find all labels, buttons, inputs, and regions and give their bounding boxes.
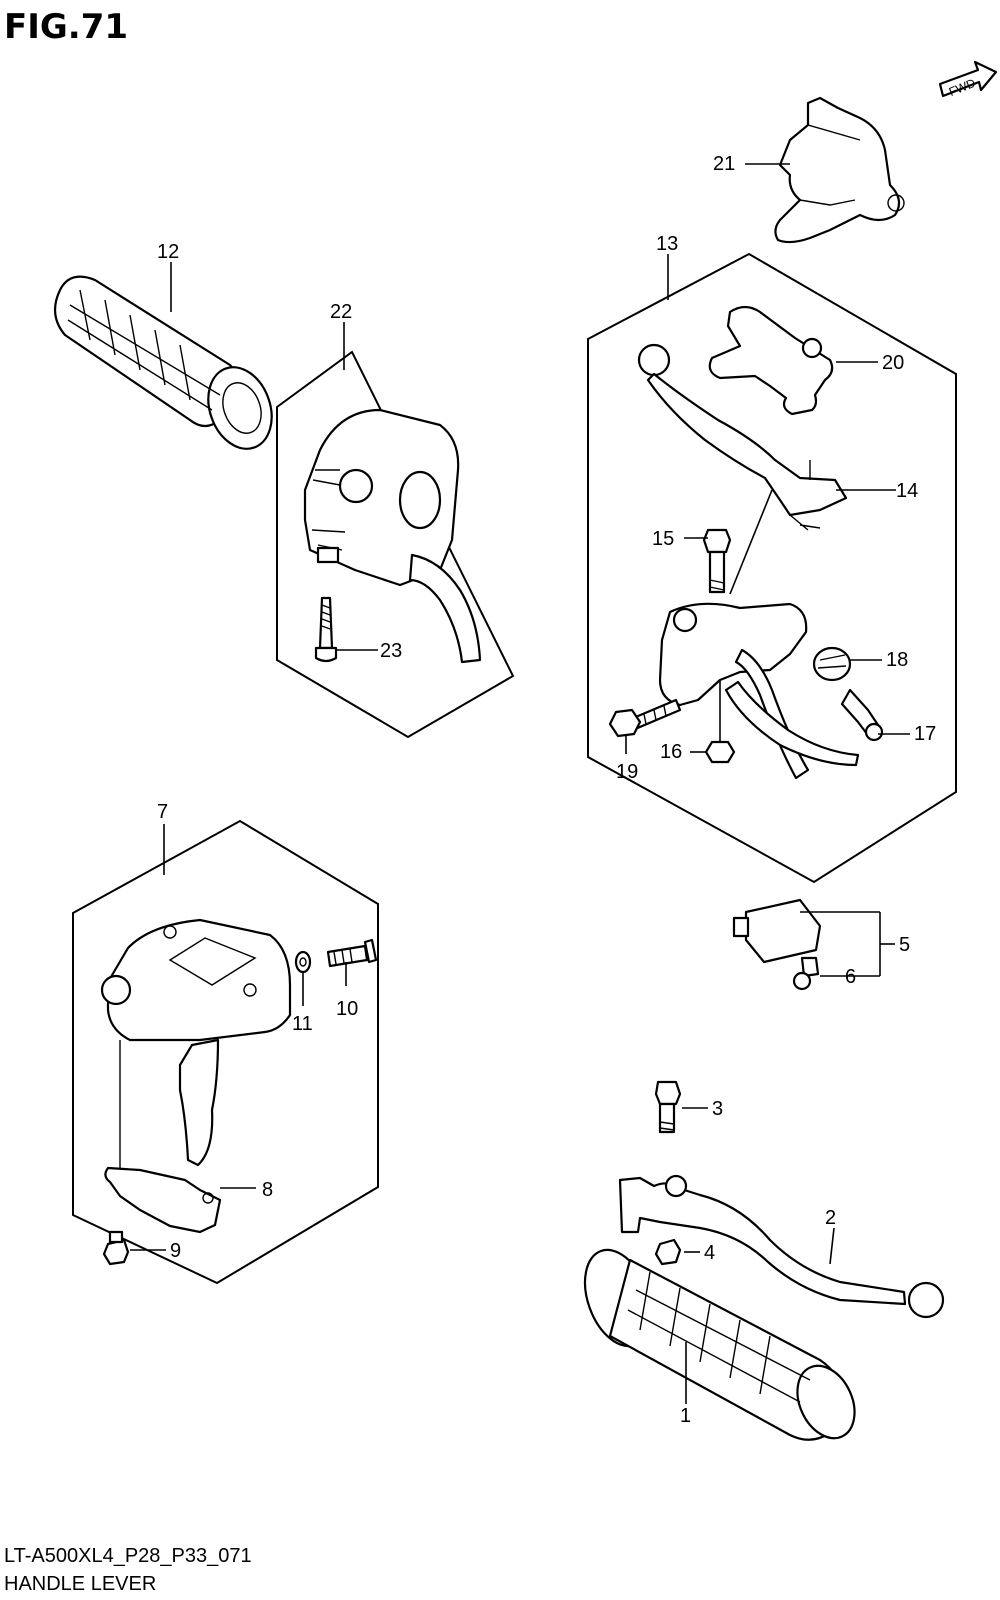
pivot-bolt-15 xyxy=(702,528,732,594)
grip-left xyxy=(53,275,273,450)
switch-housing xyxy=(303,408,482,664)
callout-10: 10 xyxy=(336,998,358,1020)
switch-5 xyxy=(732,898,822,991)
callout-8: 8 xyxy=(262,1179,273,1201)
callout-6: 6 xyxy=(845,966,856,988)
lever-13 xyxy=(637,343,848,531)
cover-plate-8 xyxy=(104,1166,222,1234)
diagram-title: HANDLE LEVER xyxy=(4,1573,156,1595)
bracket-20 xyxy=(708,305,834,416)
nut-9 xyxy=(102,1230,130,1266)
callout-17: 17 xyxy=(914,723,936,745)
model-code: LT-A500XL4_P28_P33_071 xyxy=(4,1545,252,1567)
lever-holder xyxy=(658,602,860,780)
washer-11 xyxy=(294,950,312,974)
callout-20: 20 xyxy=(882,352,904,374)
group-box-7 xyxy=(72,819,379,1285)
callout-15: 15 xyxy=(652,528,674,550)
callout-7: 7 xyxy=(157,801,168,823)
callout-3: 3 xyxy=(712,1098,723,1120)
callout-11: 11 xyxy=(292,1013,313,1035)
leader-lines xyxy=(130,163,910,1404)
nut-4 xyxy=(654,1238,682,1266)
callout-22: 22 xyxy=(330,301,352,323)
group-box-22 xyxy=(276,350,515,739)
nut-16 xyxy=(704,740,736,764)
callout-4: 4 xyxy=(704,1242,715,1264)
master-cylinder-7 xyxy=(100,918,292,1170)
pivot-bolt-3 xyxy=(654,1080,682,1134)
brake-lever-2 xyxy=(618,1174,945,1319)
callout-1: 1 xyxy=(680,1405,691,1427)
group-box-13 xyxy=(587,252,957,884)
callout-labels: 12 22 21 13 20 14 15 18 17 16 19 23 5 6 … xyxy=(157,153,936,1427)
lever-guard xyxy=(774,96,905,244)
callout-21: 21 xyxy=(713,153,735,175)
cap-18 xyxy=(812,646,852,682)
grip-right xyxy=(583,1248,856,1441)
callout-14: 14 xyxy=(896,480,918,502)
screw-23 xyxy=(314,596,338,663)
callout-18: 18 xyxy=(886,649,908,671)
callout-9: 9 xyxy=(170,1240,181,1262)
callout-23: 23 xyxy=(380,640,402,662)
callout-16: 16 xyxy=(660,741,682,763)
callout-13: 13 xyxy=(656,233,678,255)
figure-label: FIG.71 xyxy=(4,7,128,47)
callout-2: 2 xyxy=(825,1207,836,1229)
callout-12: 12 xyxy=(157,241,179,263)
bolt-19 xyxy=(608,698,682,738)
bolt-10 xyxy=(326,938,378,968)
fwd-arrow-icon: FWD xyxy=(938,60,998,99)
callout-5: 5 xyxy=(899,934,910,956)
adjuster-17 xyxy=(840,688,884,742)
callout-19: 19 xyxy=(616,761,638,783)
